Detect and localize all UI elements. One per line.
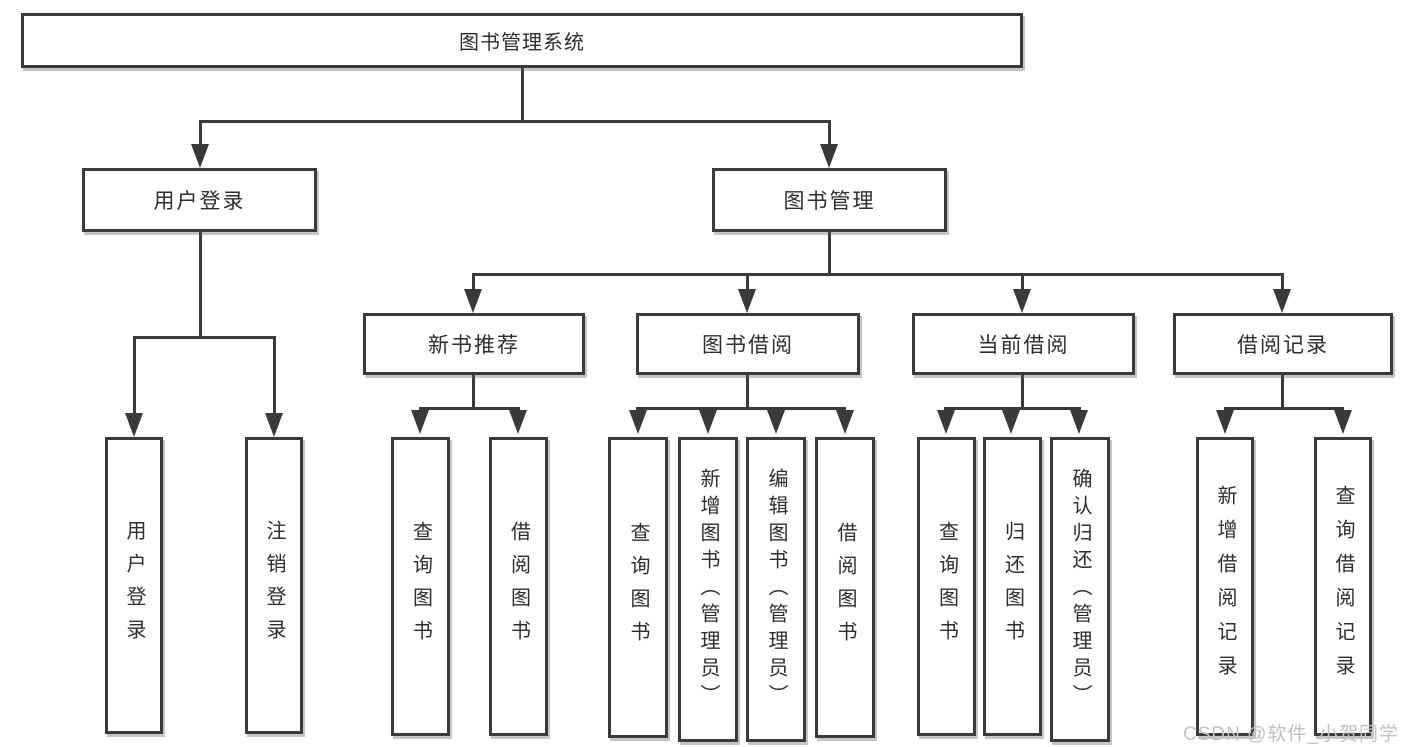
node-label: 用户登录	[153, 190, 246, 213]
node-label: 图书管理	[783, 190, 876, 213]
node-borrowing-records: 借阅记录	[1173, 313, 1393, 375]
arrowhead-down	[1334, 410, 1352, 434]
connector-line	[1224, 407, 1344, 410]
arrowhead-down	[937, 410, 955, 434]
leaf-confirm-return-admin: 确认归还（管理员）	[1050, 437, 1110, 742]
leaf-borrow-books-recommend: 借阅图书	[489, 437, 548, 736]
arrowhead-down	[191, 144, 209, 168]
node-label: 新增借阅记录	[1214, 484, 1236, 689]
node-book-management: 图书管理	[712, 168, 947, 232]
node-label: 借阅图书	[834, 521, 856, 654]
node-label: 查询图书	[627, 521, 649, 654]
leaf-edit-book-admin: 编辑图书（管理员）	[746, 437, 806, 742]
node-new-book-recommendation: 新书推荐	[363, 313, 585, 375]
node-label: 借阅记录	[1237, 334, 1329, 357]
arrowhead-down	[1273, 289, 1291, 313]
node-label: 图书借阅	[702, 334, 794, 357]
arrowhead-down	[820, 144, 838, 168]
node-label: 归还图书	[1001, 520, 1024, 653]
arrowhead-down	[1070, 410, 1088, 434]
node-label: 查询借阅记录	[1332, 484, 1354, 689]
arrowhead-down	[1013, 289, 1031, 313]
connector-line	[472, 375, 475, 409]
arrowhead-down	[265, 413, 283, 437]
connector-line	[1021, 375, 1024, 409]
leaf-return-books: 归还图书	[983, 437, 1042, 736]
arrowhead-down	[836, 410, 854, 434]
connector-line	[636, 407, 846, 410]
node-label: 当前借阅	[977, 334, 1070, 357]
leaf-add-book-admin: 新增图书（管理员）	[678, 437, 738, 742]
leaf-logout: 注销登录	[245, 437, 303, 734]
connector-line	[199, 120, 831, 123]
node-label: 编辑图书（管理员）	[765, 468, 787, 711]
node-label: 查询图书	[935, 520, 958, 653]
node-book-borrowing: 图书借阅	[636, 313, 860, 375]
node-root-library-management-system: 图书管理系统	[21, 13, 1023, 68]
connector-line	[521, 68, 524, 123]
connector-line	[199, 120, 202, 146]
leaf-query-books-current: 查询图书	[917, 437, 976, 736]
node-user-login: 用户登录	[82, 168, 317, 232]
node-label: 新书推荐	[428, 334, 520, 357]
connector-line	[419, 407, 520, 410]
node-label: 用户登录	[123, 519, 145, 652]
connector-line	[199, 232, 202, 339]
arrowhead-down	[629, 410, 647, 434]
connector-line	[1021, 273, 1024, 291]
node-label: 查询图书	[409, 520, 432, 653]
node-label: 新增图书（管理员）	[697, 468, 719, 711]
connector-line	[273, 336, 276, 413]
node-label: 确认归还（管理员）	[1069, 468, 1091, 711]
leaf-query-borrow-record: 查询借阅记录	[1314, 437, 1372, 736]
arrowhead-down	[767, 410, 785, 434]
arrowhead-down	[1216, 410, 1234, 434]
connector-line	[472, 273, 475, 291]
leaf-borrow-books-borrowing: 借阅图书	[815, 437, 875, 738]
connector-line	[828, 232, 831, 276]
connector-line	[1281, 375, 1284, 409]
arrowhead-down	[464, 289, 482, 313]
arrowhead-down	[125, 413, 143, 437]
node-label: 注销登录	[263, 519, 285, 652]
connector-line	[472, 273, 1284, 276]
connector-line	[944, 407, 1081, 410]
leaf-query-books-borrowing: 查询图书	[608, 437, 668, 738]
leaf-add-borrow-record: 新增借阅记录	[1196, 437, 1254, 736]
connector-line	[133, 336, 276, 339]
csdn-watermark: CSDN @软件_小贺同学	[1183, 724, 1399, 745]
node-label: 借阅图书	[507, 520, 530, 653]
connector-line	[1281, 273, 1284, 291]
arrowhead-down	[738, 289, 756, 313]
arrowhead-down	[411, 410, 429, 434]
connector-line	[746, 375, 749, 409]
arrowhead-down	[1002, 410, 1020, 434]
leaf-user-login: 用户登录	[105, 437, 163, 734]
connector-line	[828, 120, 831, 146]
node-current-borrowing: 当前借阅	[912, 313, 1135, 375]
connector-line	[746, 273, 749, 291]
arrowhead-down	[509, 410, 527, 434]
node-label: 图书管理系统	[459, 32, 585, 54]
leaf-query-books-recommend: 查询图书	[391, 437, 450, 736]
arrowhead-down	[699, 410, 717, 434]
connector-line	[133, 336, 136, 413]
